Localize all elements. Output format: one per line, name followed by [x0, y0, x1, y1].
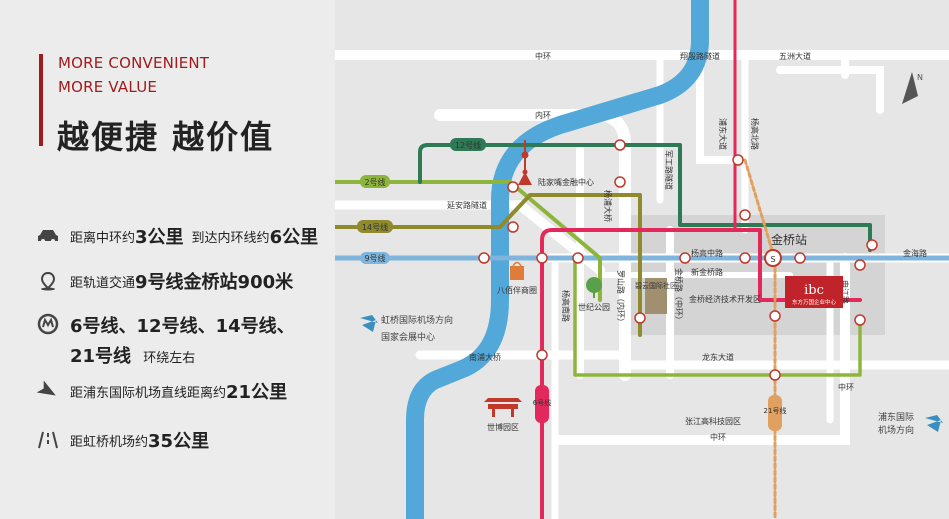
svg-text:S: S — [770, 255, 775, 264]
biyun-badge — [645, 278, 667, 314]
label-xinjinqiao: 新金桥路 — [691, 267, 723, 277]
stations — [478, 139, 878, 381]
feature-pudong-airport: 距浦东国际机场直线距离约 21公里 — [36, 378, 287, 404]
label-yanan: 延安路隧道 — [447, 200, 487, 210]
label-wuzhou: 五洲大道 — [779, 51, 811, 61]
feature-2-text: 距轨道交通 — [70, 275, 136, 291]
label-jinhai: 金海路 — [903, 248, 927, 258]
road-icon — [36, 428, 60, 452]
location-pin-icon — [36, 269, 60, 293]
label-lujiazui: 陆家嘴金融中心 — [538, 177, 594, 187]
airplane-icon — [36, 379, 60, 403]
feature-5-num: 35公里 — [148, 431, 210, 452]
feature-3-suffix: 环绕左右 — [143, 351, 196, 366]
label-zhangjiang: 张江高科技园区 — [685, 416, 741, 426]
label-biyun: 碧云国际社区 — [635, 281, 677, 290]
compass-icon: N — [902, 72, 923, 104]
feature-3-line1: 6号线、12号线、14号线、 — [70, 316, 295, 337]
road-east-top — [776, 66, 884, 114]
airplane-icon-pudong — [925, 415, 943, 432]
label-jinqiao-zone: 金桥经济技术开发区 — [689, 294, 761, 304]
line-12-label: 12号线 — [455, 140, 481, 150]
feature-1-mid: 到达内环线约 — [191, 230, 270, 246]
label-exhibition: 国家会展中心 — [381, 331, 435, 343]
label-babaiban: 八佰伴商圈 — [497, 285, 537, 295]
label-zhonghuan-bottom: 中环 — [710, 432, 726, 442]
tree-icon — [586, 277, 602, 298]
ibc-badge — [785, 276, 843, 308]
feature-4-text: 距浦东国际机场直线距离约 — [70, 385, 227, 401]
road-labels: 中环 翔殷路隧道 五洲大道 内环 杨浦大桥 军工路隧道 浦东大道 杨高北路 延安… — [447, 51, 927, 442]
metro-line-6 — [540, 228, 862, 519]
metro-lines — [332, 0, 949, 519]
label-nanpu: 南浦大桥 — [469, 352, 501, 362]
label-longdong: 龙东大道 — [702, 352, 734, 362]
label-pudong-airport-2: 机场方向 — [878, 424, 914, 436]
airplane-icon-hongqiao — [360, 315, 378, 332]
label-jungong: 军工路隧道 — [664, 150, 674, 190]
road-pudong-ave — [696, 56, 744, 164]
line-2-label: 2号线 — [364, 177, 385, 187]
label-century-park: 世纪公园 — [578, 302, 610, 312]
feature-hongqiao-airport: 距虹桥机场约 35公里 — [36, 427, 209, 453]
headline-cn: 越便捷 越价值 — [57, 118, 275, 156]
headline-en-1: MORE CONVENIENT — [58, 54, 210, 72]
label-yanggao-south: 杨高南路 — [561, 290, 571, 322]
line-9-label: 9号线 — [364, 253, 385, 263]
label-neihuan: 内环 — [535, 110, 551, 120]
feature-5-text: 距虹桥机场约 — [70, 434, 149, 450]
shopping-bag-icon — [510, 261, 524, 280]
line-6-label: 6号线 — [533, 398, 551, 407]
feature-3-line2: 21号线 — [70, 346, 132, 367]
metro-line-2 — [333, 180, 602, 302]
jinqiao-station-marker — [764, 249, 782, 267]
feature-distance-ring: 距离中环约 3公里 到达内环线约 6公里 — [36, 223, 318, 249]
place-labels: 陆家嘴金融中心 八佰伴商圈 世纪公园 碧云国际社区 金桥经济技术开发区 金桥站 … — [360, 177, 943, 436]
tower-icon — [518, 140, 532, 185]
label-pudong-ave: 浦东大道 — [718, 118, 728, 150]
label-jinqiao-station: 金桥站 — [771, 232, 807, 247]
line-labels: 2号线 14号线 9号线 12号线 6号线 21号线 — [357, 138, 786, 431]
feature-1-num: 3公里 — [135, 227, 184, 248]
metro-icon — [36, 312, 60, 336]
ibc-logo: ibc — [804, 283, 824, 298]
metro-line-14 — [333, 193, 642, 337]
label-zhonghuan-right: 中环 — [838, 382, 854, 392]
label-luoshan: 罗山路（内环） — [616, 270, 626, 326]
label-yanggao-middle: 杨高中路 — [691, 248, 723, 258]
metro-line-loop — [573, 258, 862, 377]
line-14-label: 14号线 — [362, 222, 388, 232]
ibc-name: 东方万国企业中心 — [792, 298, 837, 306]
label-shenjiang: 申江路 — [840, 280, 850, 304]
road-zhonghuan-east — [555, 253, 850, 445]
huangpu-river — [406, 0, 709, 519]
feature-metro-lines: 6号线、12号线、14号线、 21号线 环绕左右 — [36, 312, 295, 368]
label-pudong-airport-1: 浦东国际 — [878, 411, 914, 423]
info-panel: MORE CONVENIENT MORE VALUE 越便捷 越价值 距离中环约… — [0, 0, 335, 519]
line-21-label: 21号线 — [764, 406, 787, 415]
accent-bar — [39, 54, 43, 146]
label-hongqiao-dir: 虹桥国际机场方向 — [381, 314, 453, 326]
metro-line-12 — [418, 143, 872, 252]
label-zhonghuan-top: 中环 — [535, 51, 551, 61]
label-yanggao-north: 杨高北路 — [750, 118, 760, 150]
label-jinqiao-mid: 金桥路（中环） — [674, 268, 684, 324]
feature-2-num: 9号线金桥站900米 — [135, 272, 294, 293]
headline-en-2: MORE VALUE — [58, 78, 158, 96]
svg-text:N: N — [917, 73, 923, 82]
feature-metro-distance: 距轨道交通 9号线金桥站900米 — [36, 268, 293, 294]
label-xiangyin: 翔殷路隧道 — [680, 51, 720, 61]
feature-4-num: 21公里 — [226, 382, 288, 403]
label-yangpu-bridge: 杨浦大桥 — [603, 190, 613, 222]
feature-1-text: 距离中环约 — [70, 230, 136, 246]
expo-pavilion-icon — [484, 398, 522, 417]
label-expo: 世博园区 — [487, 422, 519, 432]
car-icon — [36, 224, 60, 248]
feature-1-num2: 6公里 — [269, 227, 319, 248]
